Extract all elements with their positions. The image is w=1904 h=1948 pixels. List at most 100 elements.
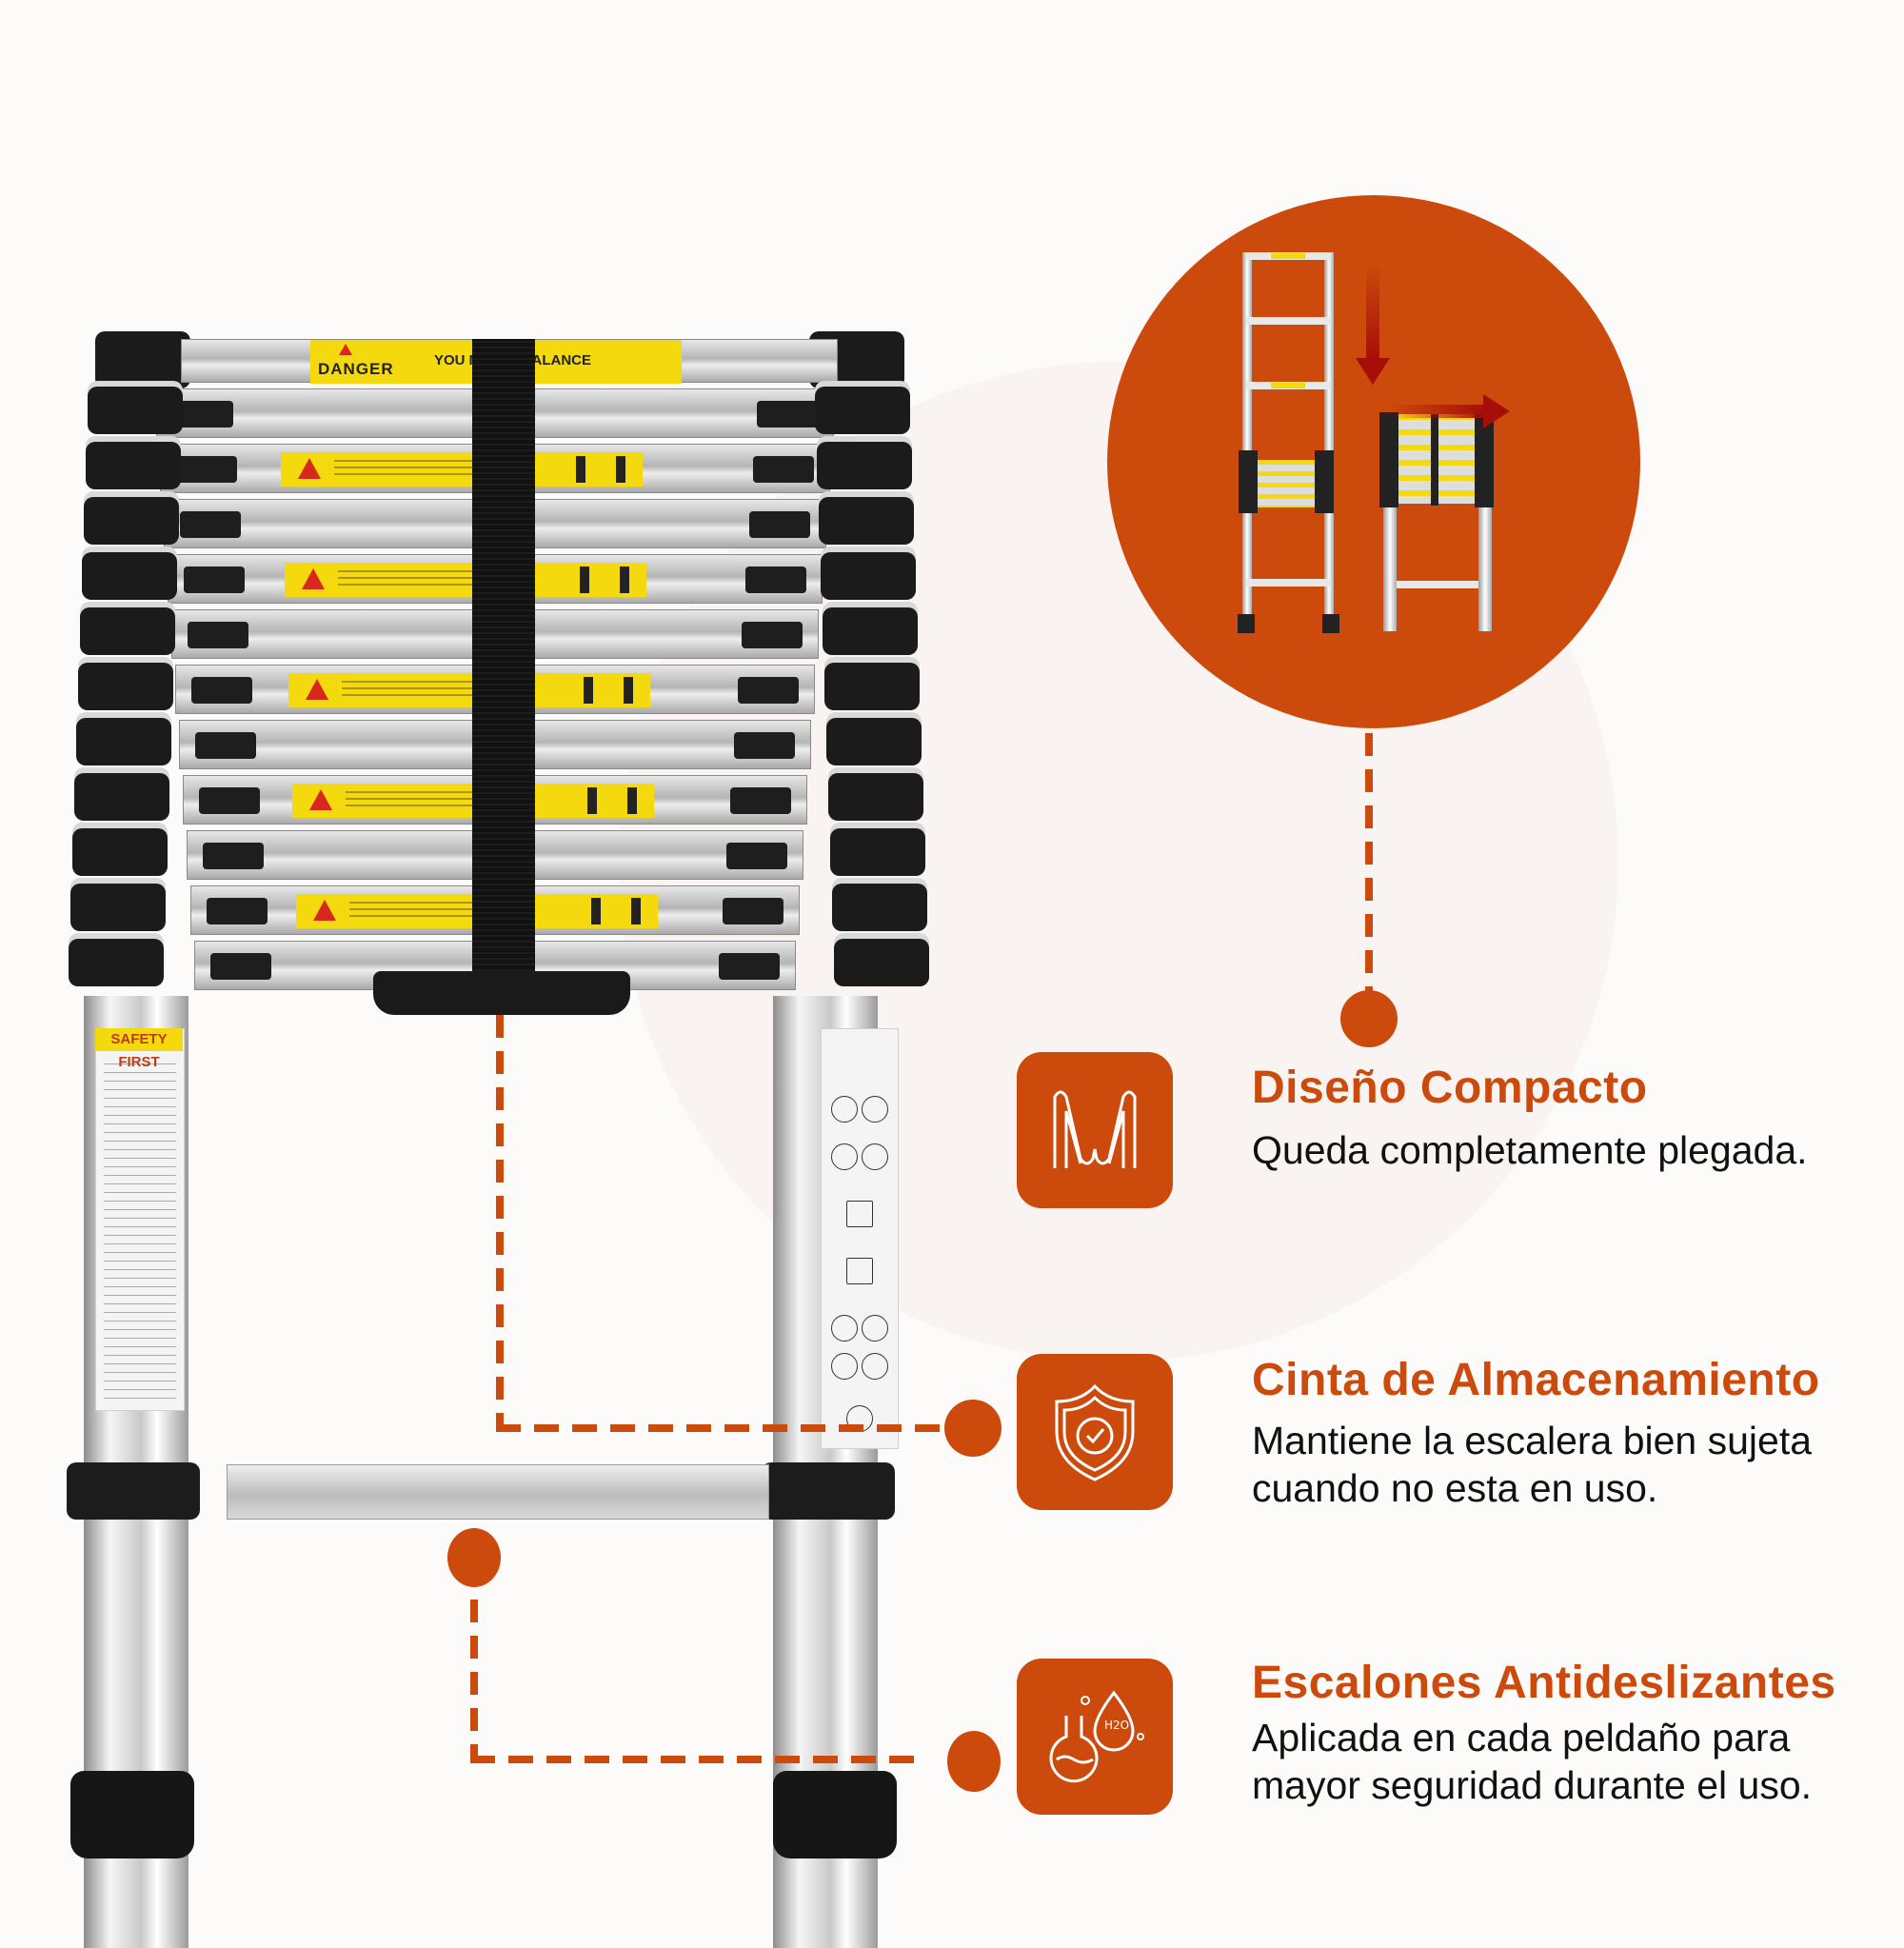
right-foot [773,1771,897,1859]
rail-segment-left [72,828,168,876]
rail-segment-left [70,884,166,931]
rung-warning-label [285,563,646,597]
rail-segment-right [817,442,912,489]
bottom-rung [227,1464,769,1520]
ladder-rung [168,554,823,604]
arrow-down-icon [1356,265,1390,385]
folded-ladder-strap [1431,414,1438,506]
top-rung: DANGER YOU M... UR BALANCE [181,339,838,384]
rail-segment-left [69,939,164,986]
rail-segment-left [88,387,183,434]
rail-segment-left [78,663,173,710]
warning-triangle-icon [302,568,325,589]
warning-triangle-icon [306,679,328,700]
connector-dot-1 [1340,990,1398,1047]
feature-desc-strap: Mantiene la escalera bien sujeta cuando … [1252,1419,1813,1510]
rail-segment-left [82,552,177,600]
rung-lock-button [734,732,795,759]
pictogram-icon [831,1096,858,1123]
rung-lock-button [738,677,799,704]
extended-ladder-rail-right [1324,252,1334,633]
folded-ladder-bottom-rung [1397,581,1478,588]
pictogram-icon [862,1353,888,1380]
extended-ladder-folded-left [1239,450,1258,513]
extended-ladder-rung-stack [1258,460,1315,507]
rung-lock-button [176,456,237,483]
warning-triangle-icon [298,458,321,479]
feature-title-antislip: Escalones Antideslizantes [1252,1658,1836,1708]
rung-warning-label [288,673,650,707]
rung-lock-button [199,787,260,814]
pictogram-icon [831,1315,858,1342]
folded-ladder-tube-left [1383,507,1397,631]
rail-segment-right [823,607,918,655]
pictogram-icon [846,1201,873,1227]
rung-lock-button [749,511,810,538]
rung-lock-button [745,567,806,593]
extended-ladder-bottom-rung [1246,579,1330,586]
rail-segment-right [830,828,925,876]
rail-segment-right [819,497,914,545]
rung-lock-button [742,622,803,648]
rung-lock-button [723,898,783,924]
extended-ladder-rail-left [1242,252,1252,633]
rung-lock-button [726,843,787,869]
strap-handle [373,971,630,1015]
folded-ladder-right-stack [1475,412,1494,507]
rail-segment-right [828,773,923,821]
connector-dot-2 [944,1400,1002,1457]
rung-lock-button [191,677,252,704]
connector-line-3-vertical [470,1600,478,1759]
connector-line-1 [1365,733,1373,1019]
rail-segment-left [74,773,169,821]
rung-lock-button [184,567,245,593]
rail-segment-right [832,884,927,931]
pictogram-icon [862,1315,888,1342]
connector-dot-3-start [447,1528,501,1587]
shield-check-icon [1055,1383,1135,1481]
rail-segment-left [76,718,171,765]
rail-segment-right [826,718,922,765]
rung-warning-label [281,452,643,487]
rung-lock-button [188,622,248,648]
rung-lock-button [719,953,780,980]
pictogram-icon [846,1258,873,1284]
foot [1322,614,1339,633]
folded-ladder-left-stack [1379,412,1398,507]
zigzag-compact-icon [1053,1090,1137,1168]
safety-first-label: SAFETY FIRST [95,1028,183,1070]
flask-water-drop-icon: H2O [1049,1690,1144,1783]
right-lower-band [762,1462,895,1520]
rung-lock-button [757,401,818,427]
foot [1238,614,1255,633]
warning-triangle-icon [313,900,336,921]
rung-lock-button [207,898,268,924]
rung-lock-button [730,787,791,814]
feature-icon-compact [1017,1052,1173,1208]
feature-title-compact: Diseño Compacto [1252,1063,1648,1113]
feature-icon-strap [1017,1354,1173,1510]
rung-lock-button [210,953,271,980]
extended-ladder-rung [1246,317,1330,325]
left-instruction-sticker [95,1028,185,1411]
pictogram-icon [862,1143,888,1170]
feature-title-strap: Cinta de Almacenamiento [1252,1355,1820,1405]
storage-strap [472,339,535,1005]
rung-lock-button [195,732,256,759]
rail-segment-right [815,387,910,434]
pictogram-icon [862,1096,888,1123]
pictogram-icon [831,1353,858,1380]
feature-icon-antislip: H2O [1017,1659,1173,1815]
left-foot [70,1771,194,1859]
pictogram-icon [831,1143,858,1170]
arrow-right-icon [1390,394,1510,428]
extended-ladder-rung [1246,382,1330,389]
rail-segment-right [824,663,920,710]
connector-line-2-vertical [496,1015,504,1424]
ladder-product-image: DANGER YOU M... UR BALANCE SAFETY FIRST [57,324,933,1948]
rail-segment-left [86,442,181,489]
right-pictogram-sticker [821,1028,899,1449]
warning-triangle-icon [309,789,332,810]
rung-lock-button [180,511,241,538]
connector-line-3-horizontal [470,1756,927,1763]
